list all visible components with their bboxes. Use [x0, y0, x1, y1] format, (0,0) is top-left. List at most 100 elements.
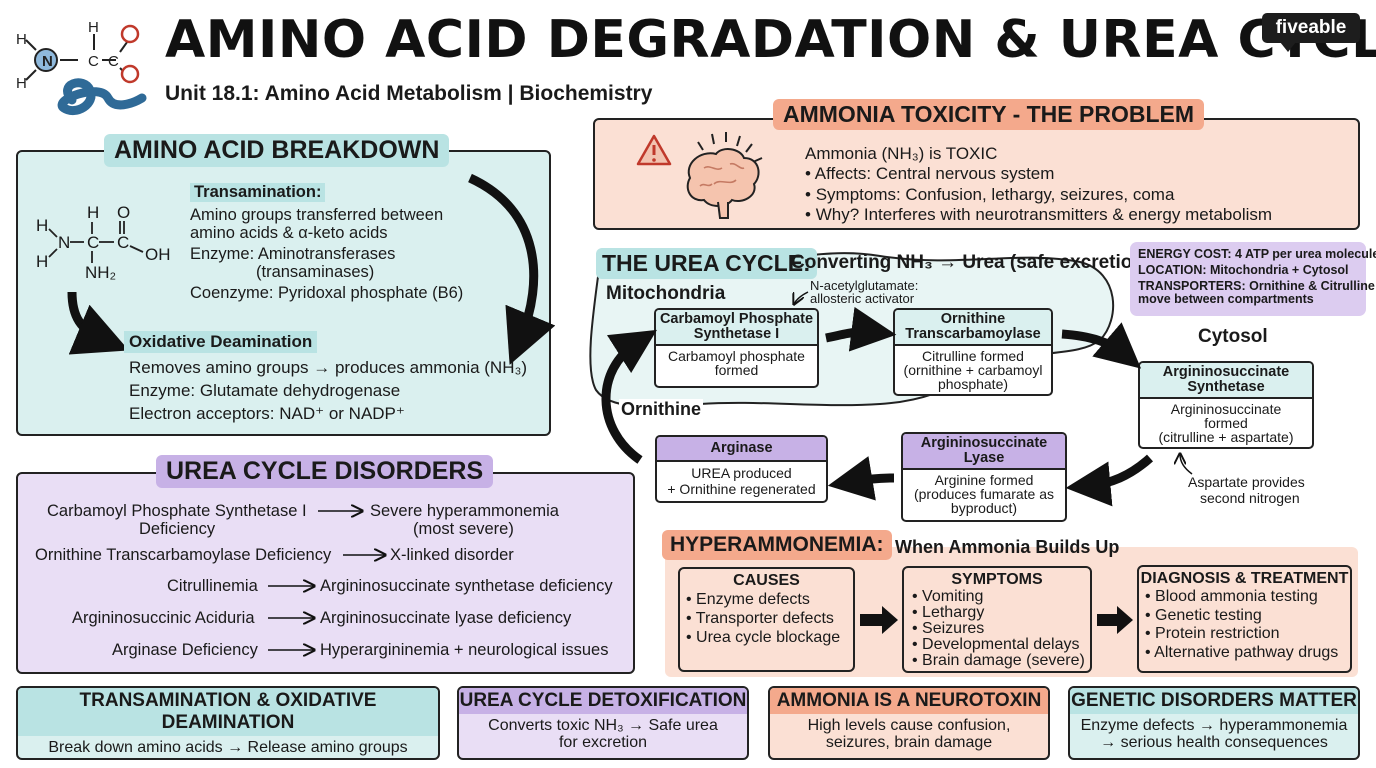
- symptom-3: Seizures: [912, 621, 1090, 637]
- step-ass-desc-2: formed: [1204, 415, 1248, 431]
- aspartate-note-2: second nitrogen: [1200, 490, 1300, 506]
- disorder-row-5-left: Arginase Deficiency: [112, 641, 258, 659]
- svg-text:H: H: [16, 31, 27, 48]
- step-arginase-desc-1: UREA produced: [691, 465, 792, 481]
- disorder-row-1-right: Severe hyperammonemia: [370, 502, 559, 520]
- struct-n: N: [58, 233, 71, 252]
- toxicity-bullet-1: Affects: Central nervous system: [805, 164, 1272, 185]
- diagnosis-2: Genetic testing: [1145, 607, 1350, 626]
- step-arginase-name-1: Arginase: [710, 440, 773, 456]
- step-otc-desc-2: (ornithine + carbamoyl: [903, 362, 1043, 378]
- ornithine-label: Ornithine: [619, 399, 703, 420]
- summary-urea-line-2: for excretion: [558, 734, 648, 751]
- step-cps1-name-2: Synthetase I: [693, 326, 780, 342]
- diagnosis-title: DIAGNOSIS & TREATMENT: [1140, 570, 1349, 587]
- summary-urea-line-1: Converts toxic NH₃ → Safe urea: [488, 717, 718, 734]
- diagnosis-3: Protein restriction: [1145, 625, 1350, 644]
- causes-box: CAUSES Enzyme defects Transporter defect…: [678, 567, 855, 672]
- warning-icon: [636, 134, 672, 166]
- disorder-row-3-left: Citrullinemia: [167, 577, 258, 595]
- disorder-row-2-right: X-linked disorder: [390, 546, 514, 564]
- struct-o-top: O: [117, 203, 131, 222]
- step-ass: Argininosuccinate Synthetase Argininosuc…: [1138, 361, 1314, 449]
- svg-text:C: C: [108, 53, 119, 70]
- step-asl-body: Arginine formed (produces fumarate as by…: [903, 470, 1065, 518]
- molecule-logo-icon: N H C C H H: [16, 19, 147, 116]
- diagnosis-1: Blood ammonia testing: [1145, 588, 1350, 607]
- transamination-title: Transamination:: [190, 183, 326, 202]
- toxicity-bullet-3: Why? Interferes with neurotransmitters &…: [805, 205, 1272, 226]
- disorder-row-1-right2: (most severe): [413, 520, 514, 538]
- urea-info-panel: ENERGY COST: 4 ATP per urea molecule LOC…: [1130, 242, 1376, 316]
- struct-oh: OH: [145, 245, 171, 264]
- transamination-line-2: amino acids & α-keto acids: [190, 224, 388, 242]
- info-location: LOCATION: Mitochondria + Cytosol: [1138, 263, 1349, 277]
- disorder-row-5-right: Hyperargininemia + neurological issues: [320, 641, 609, 659]
- summary-neurotoxin-title: AMMONIA IS A NEUROTOXIN: [770, 688, 1048, 714]
- symptom-4: Developmental delays: [912, 637, 1090, 653]
- brand-logo[interactable]: fiveable: [1262, 13, 1360, 43]
- disorder-row-3-right: Argininosuccinate synthetase deficiency: [320, 577, 613, 595]
- oxidative-line-3: Electron acceptors: NAD⁺ or NADP⁺: [129, 404, 405, 423]
- svg-text:H: H: [88, 19, 99, 36]
- cause-1: Enzyme defects: [686, 590, 853, 609]
- step-ass-desc-3: (citrulline + aspartate): [1158, 429, 1294, 445]
- causes-title: CAUSES: [733, 572, 800, 589]
- step-cps1-desc-2: formed: [714, 362, 759, 378]
- step-otc-name-2: Transcarbamoylase: [905, 326, 1041, 342]
- urea-cycle-heading: THE UREA CYCLE:: [596, 248, 817, 279]
- symptoms-title: SYMPTOMS: [951, 571, 1043, 588]
- activator-note: N-acetylglutamate:: [810, 278, 919, 293]
- struct-c1: C: [87, 233, 100, 252]
- disorder-row-4-right: Argininosuccinate lyase deficiency: [320, 609, 572, 627]
- page-subtitle: Unit 18.1: Amino Acid Metabolism | Bioch…: [165, 82, 653, 105]
- disorder-row-4-left: Argininosuccinic Aciduria: [72, 609, 255, 627]
- symptom-5: Brain damage (severe): [912, 653, 1090, 669]
- info-transporters: TRANSPORTERS: Ornithine & Citrulline: [1138, 279, 1375, 293]
- diagnosis-4: Alternative pathway drugs: [1145, 644, 1350, 663]
- toxicity-heading: AMMONIA TOXICITY - THE PROBLEM: [773, 99, 1205, 130]
- step-cps1-header: Carbamoyl Phosphate Synthetase I: [656, 310, 817, 346]
- summary-genetic-title: GENETIC DISORDERS MATTER: [1070, 688, 1358, 714]
- symptoms-box: SYMPTOMS Vomiting Lethargy Seizures Deve…: [902, 566, 1092, 673]
- step-asl-name-1: Argininosuccinate: [920, 435, 1048, 451]
- info-transporters-2: move between compartments: [1138, 292, 1314, 306]
- step-ass-name-1: Argininosuccinate: [1162, 364, 1290, 380]
- info-energy: ENERGY COST: 4 ATP per urea molecule: [1138, 247, 1376, 261]
- step-otc-header: Ornithine Transcarbamoylase: [895, 310, 1051, 346]
- summary-urea-title: UREA CYCLE DETOXIFICATION: [459, 688, 747, 714]
- step-ass-body: Argininosuccinate formed (citrulline + a…: [1140, 399, 1312, 447]
- struct-h-bottom-left: H: [36, 252, 49, 271]
- step-otc-name-1: Ornithine: [940, 311, 1006, 327]
- summary-urea: UREA CYCLE DETOXIFICATION Converts toxic…: [457, 686, 749, 760]
- svg-text:H: H: [16, 75, 27, 92]
- step-asl-name-2: Lyase: [963, 450, 1005, 466]
- step-asl: Argininosuccinate Lyase Arginine formed …: [901, 432, 1067, 522]
- step-asl-desc-1: Arginine formed: [934, 472, 1034, 488]
- step-arginase-desc-2: + Ornithine regenerated: [667, 481, 816, 497]
- svg-text:C: C: [88, 53, 99, 70]
- step-arginase: Arginase UREA produced + Ornithine regen…: [655, 435, 828, 503]
- step-cps1: Carbamoyl Phosphate Synthetase I Carbamo…: [654, 308, 819, 388]
- svg-text:N: N: [42, 53, 53, 70]
- summary-neurotoxin: AMMONIA IS A NEUROTOXIN High levels caus…: [768, 686, 1050, 760]
- transamination-line-3: Enzyme: Aminotransferases: [190, 245, 396, 263]
- step-cps1-body: Carbamoyl phosphate formed: [656, 346, 817, 380]
- step-arginase-header: Arginase: [657, 437, 826, 462]
- cause-3: Urea cycle blockage: [686, 628, 853, 647]
- step-otc-body: Citrulline formed (ornithine + carbamoyl…: [895, 346, 1051, 394]
- symptoms-list: Vomiting Lethargy Seizures Developmental…: [904, 589, 1090, 669]
- page-title: AMINO ACID DEGRADATION & UREA CYCLE: [165, 10, 1376, 70]
- summary-transamination: TRANSAMINATION & OXIDATIVE DEAMINATION B…: [16, 686, 440, 760]
- disorder-row-1-left2: Deficiency: [139, 520, 216, 538]
- brand-logo-tail: [1280, 42, 1296, 52]
- symptom-2: Lethargy: [912, 605, 1090, 621]
- step-asl-header: Argininosuccinate Lyase: [903, 434, 1065, 470]
- step-asl-desc-3: byproduct): [950, 500, 1018, 516]
- cause-2: Transporter defects: [686, 609, 853, 628]
- hyperammonemia-heading-sub: When Ammonia Builds Up: [895, 537, 1120, 557]
- step-ass-desc-1: Argininosuccinate: [1170, 401, 1282, 417]
- hyperammonemia-heading: HYPERAMMONEMIA:: [662, 530, 892, 560]
